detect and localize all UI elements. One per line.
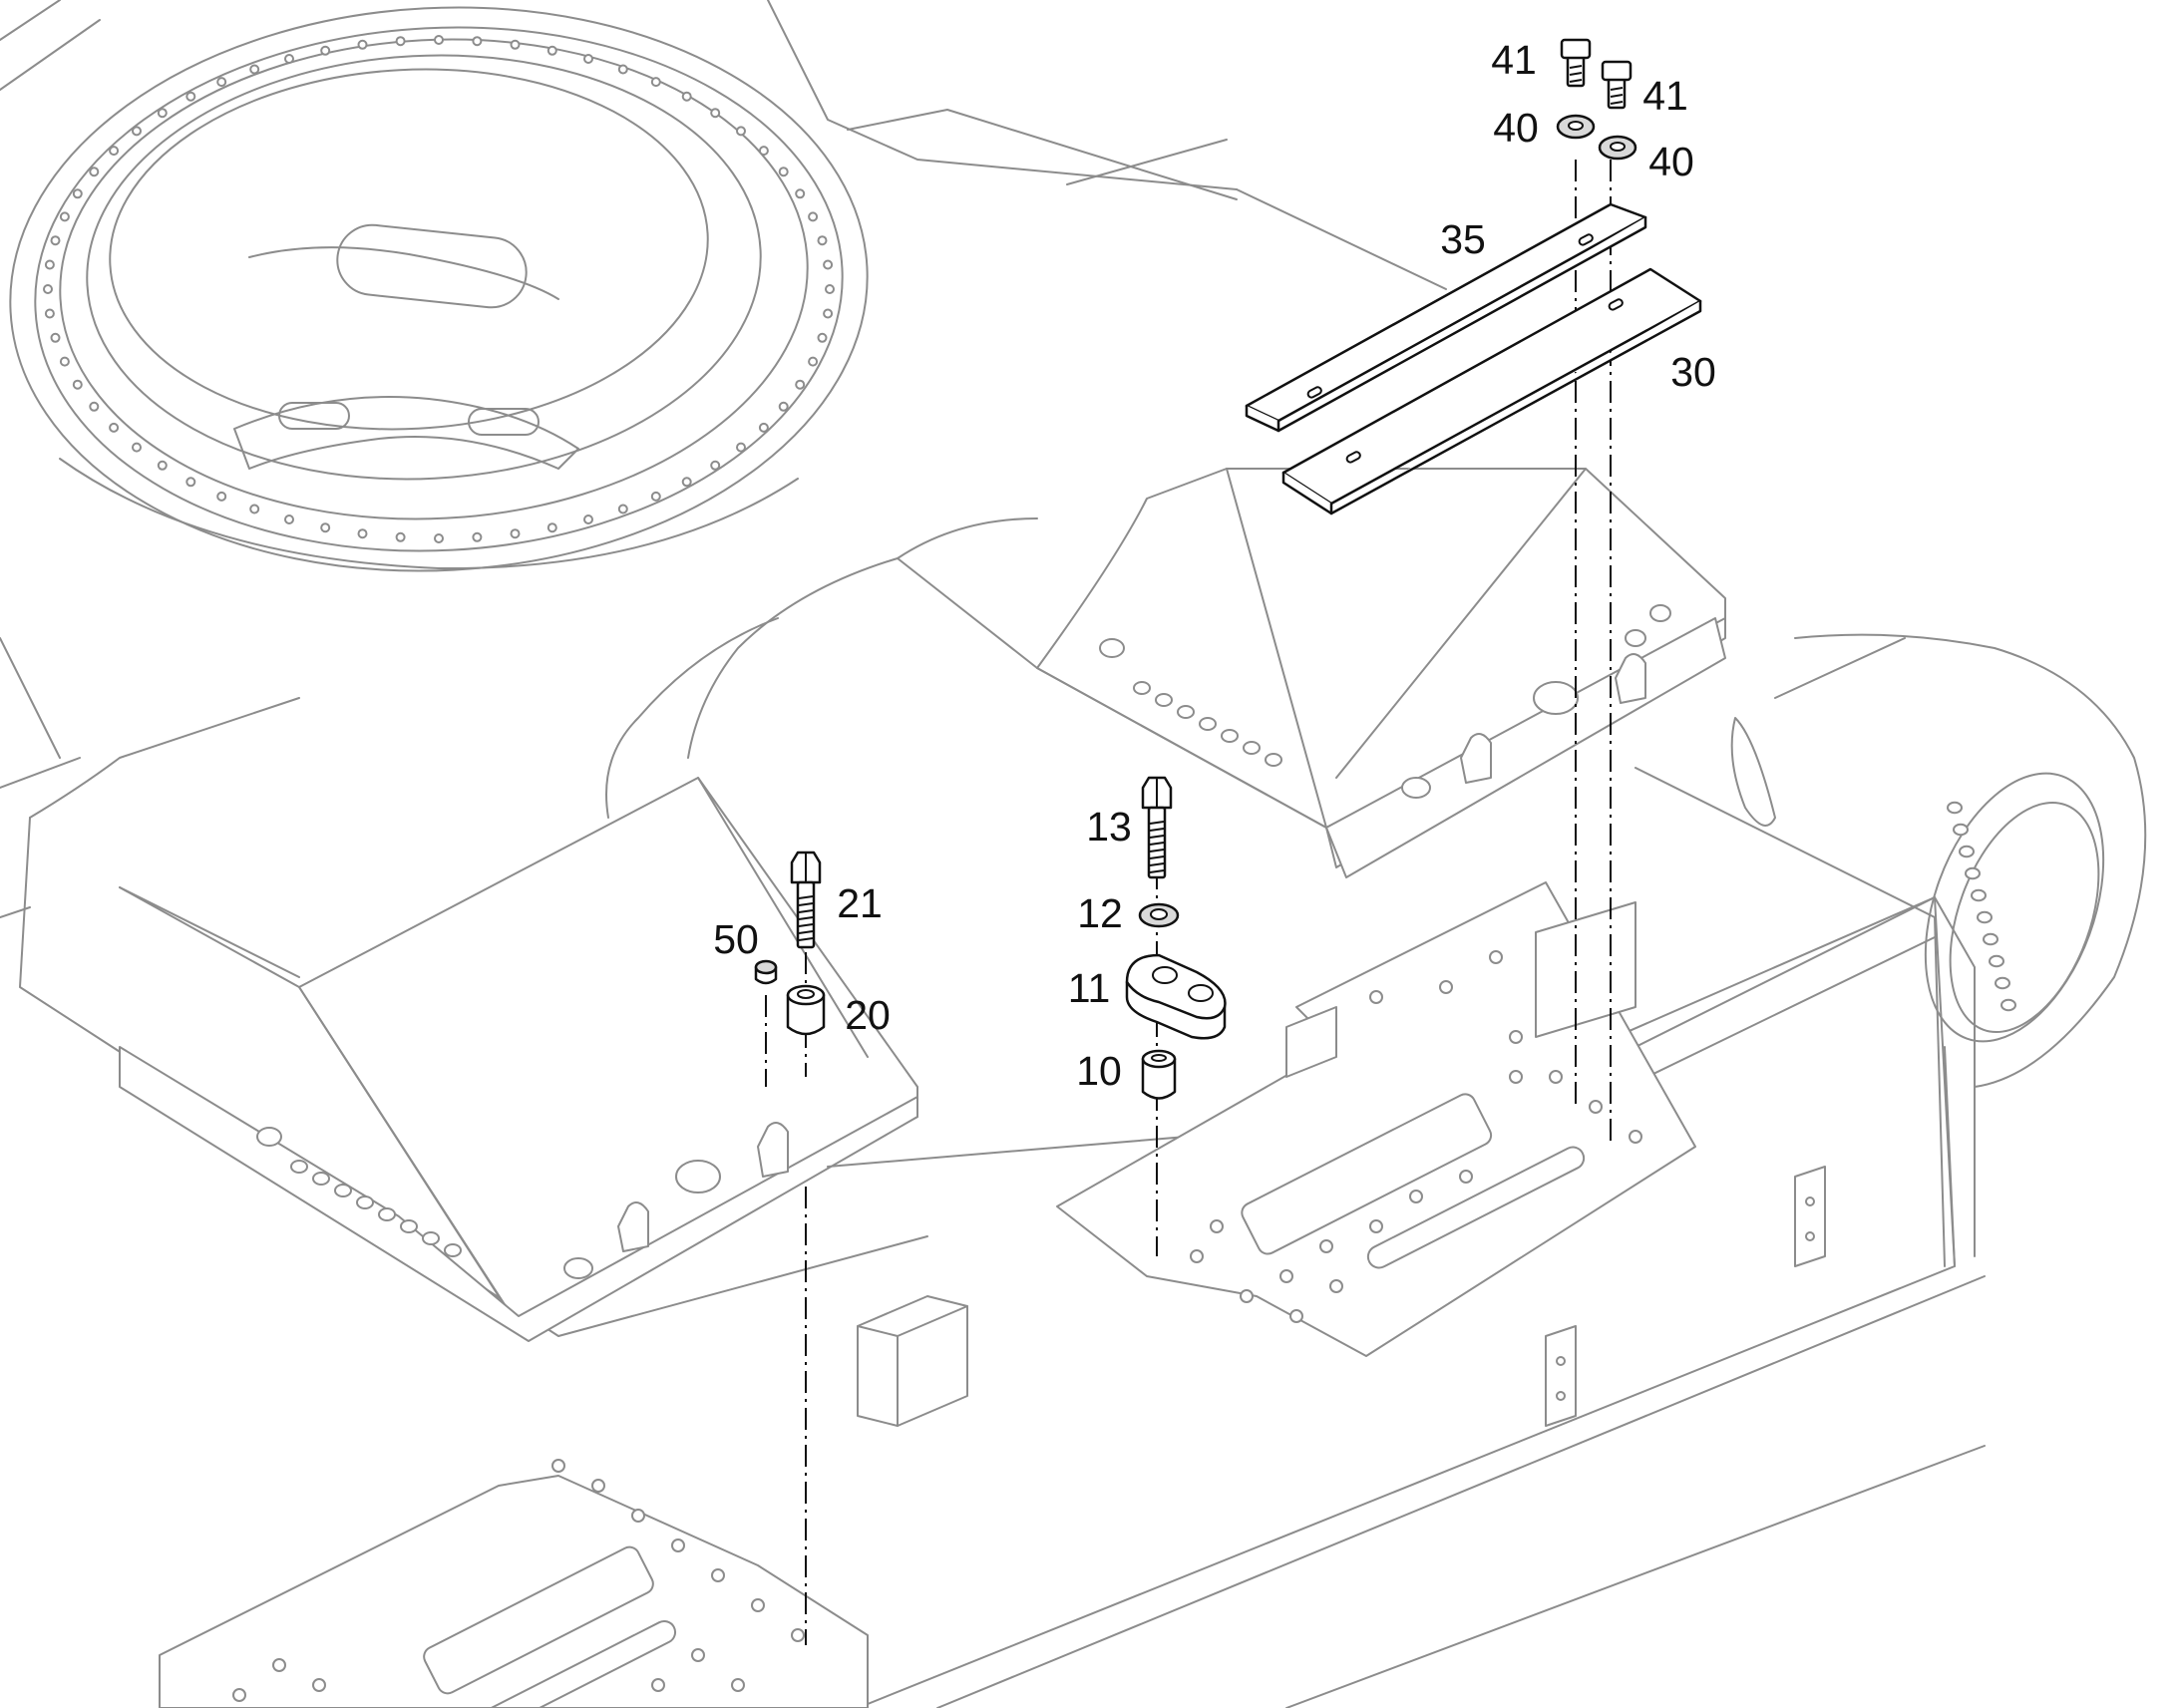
- plug-50: [754, 959, 778, 985]
- callout-21: 21: [837, 880, 883, 926]
- left-flange-plate: [119, 1046, 918, 1342]
- callout-13: 13: [1086, 804, 1132, 850]
- callout-30: 30: [1670, 349, 1716, 395]
- callout-40-right: 40: [1648, 139, 1694, 184]
- bolt-21: [790, 851, 822, 949]
- callout-11: 11: [1068, 965, 1111, 1011]
- callout-20: 20: [845, 992, 891, 1038]
- washer-12: [1138, 902, 1180, 928]
- callout-41-right: 41: [1642, 73, 1688, 119]
- bushing-20: [786, 984, 826, 1036]
- shim-plate-30: [1281, 267, 1702, 515]
- bushing-10: [1141, 1049, 1177, 1100]
- callout-50: 50: [713, 916, 759, 962]
- screw-41-left: [1560, 38, 1592, 88]
- callout-41-left: 41: [1491, 37, 1537, 83]
- callout-35: 35: [1440, 216, 1486, 262]
- callout-12: 12: [1077, 890, 1123, 936]
- callout-10: 10: [1076, 1048, 1122, 1094]
- screw-41-right: [1601, 60, 1633, 110]
- callout-40-left: 40: [1493, 105, 1539, 151]
- ring-bolt-holes: [43, 35, 835, 543]
- right-mounting-pad: [1056, 881, 1696, 1357]
- lower-left-mounting-pad: [159, 1459, 869, 1708]
- bolt-13: [1141, 776, 1173, 879]
- washer-40-right: [1598, 135, 1637, 161]
- right-flange-plate: [1099, 604, 1726, 878]
- support-block: [857, 1295, 968, 1427]
- slewing-ring: [9, 6, 869, 572]
- link-plate-11: [1125, 953, 1227, 1040]
- callout-labels: 41 41 40 40 35 30 13 12 11 10 21 20 50: [713, 37, 1716, 1094]
- washer-40-left: [1556, 114, 1596, 140]
- shim-plate-35: [1245, 202, 1647, 433]
